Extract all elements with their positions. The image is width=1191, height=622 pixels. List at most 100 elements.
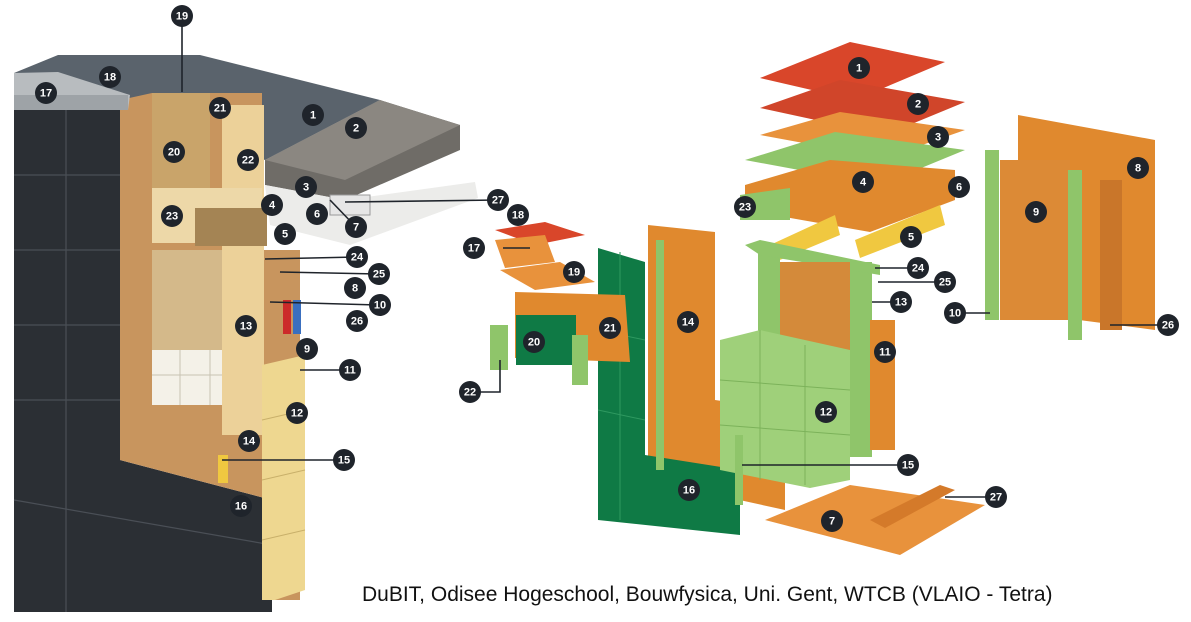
layer-2 (760, 80, 965, 135)
right-badge-label: 16 (683, 485, 695, 497)
left-badge-27: 27 (487, 189, 509, 211)
left-badge-2: 2 (345, 117, 367, 139)
left-badge-label: 21 (214, 103, 226, 115)
stud-top (152, 93, 210, 193)
right-badge-21: 21 (599, 317, 621, 339)
left-badge-label: 14 (243, 436, 256, 448)
exploded-view (490, 42, 1155, 555)
left-badge-19: 19 (171, 5, 193, 27)
left-badge-15: 15 (333, 449, 355, 471)
left-badge-label: 5 (282, 229, 288, 241)
right-badge-3: 3 (927, 126, 949, 148)
right-number-badges: 1234567891011121314151617181920212223242… (459, 57, 1179, 532)
ceiling-board (265, 182, 478, 245)
left-badge-21: 21 (209, 97, 231, 119)
left-badge-4: 4 (261, 194, 283, 216)
part-10 (985, 150, 999, 320)
right-badge-label: 7 (829, 516, 835, 528)
right-badge-label: 11 (879, 347, 891, 359)
right-badge-label: 15 (902, 460, 914, 472)
left-badge-label: 24 (351, 252, 364, 264)
right-badge-label: 4 (860, 177, 867, 189)
left-badge-16: 16 (230, 495, 252, 517)
right-badge-20: 20 (523, 331, 545, 353)
panel-16 (598, 248, 740, 535)
right-badge-label: 23 (739, 202, 751, 214)
right-badge-label: 26 (1162, 320, 1174, 332)
left-badge-3: 3 (295, 176, 317, 198)
right-badge-1: 1 (848, 57, 870, 79)
left-badge-5: 5 (274, 223, 296, 245)
part-22 (490, 325, 508, 370)
left-badge-7: 7 (345, 216, 367, 238)
part-18 (495, 222, 585, 245)
left-badge-label: 4 (269, 200, 276, 212)
left-badge-label: 6 (314, 209, 320, 221)
right-badge-18: 18 (507, 204, 529, 226)
left-badge-label: 11 (344, 365, 356, 377)
right-badge-26: 26 (1157, 314, 1179, 336)
left-badge-label: 16 (235, 501, 247, 513)
left-badge-label: 27 (492, 195, 504, 207)
right-badge-8: 8 (1127, 157, 1149, 179)
right-badge-label: 5 (908, 232, 914, 244)
left-badge-label: 8 (352, 283, 358, 295)
right-badge-19: 19 (563, 261, 585, 283)
right-badge-label: 8 (1135, 163, 1141, 175)
right-badge-17: 17 (463, 237, 485, 259)
right-badge-24: 24 (907, 257, 929, 279)
left-badge-label: 18 (104, 72, 116, 84)
right-badge-27: 27 (985, 486, 1007, 508)
right-badge-10: 10 (944, 302, 966, 324)
right-badge-22: 22 (459, 381, 481, 403)
right-badge-label: 2 (915, 99, 921, 111)
right-badge-label: 21 (604, 323, 616, 335)
right-badge-label: 24 (912, 263, 925, 275)
left-badge-label: 1 (310, 110, 316, 122)
leader-lines (181, 16, 1168, 498)
right-badge-label: 18 (512, 210, 524, 222)
exterior-insulation (262, 355, 305, 600)
left-badge-24: 24 (346, 246, 368, 268)
right-badge-label: 13 (895, 297, 907, 309)
left-badge-label: 20 (168, 147, 180, 159)
right-badge-15: 15 (897, 454, 919, 476)
part-27 (870, 485, 955, 528)
left-badge-11: 11 (339, 359, 361, 381)
right-badge-label: 6 (956, 182, 962, 194)
right-badge-23: 23 (734, 196, 756, 218)
left-badge-23: 23 (161, 205, 183, 227)
left-number-badges: 1234567891011121314151617181920212223242… (35, 5, 509, 517)
left-badge-6: 6 (306, 203, 328, 225)
layer-6 (745, 160, 955, 232)
left-badge-label: 23 (166, 211, 178, 223)
right-badge-label: 9 (1033, 207, 1039, 219)
left-badge-label: 22 (242, 155, 254, 167)
left-badge-22: 22 (237, 149, 259, 171)
right-badge-label: 19 (568, 267, 580, 279)
right-badge-label: 12 (820, 407, 832, 419)
left-badge-18: 18 (99, 66, 121, 88)
left-badge-20: 20 (163, 141, 185, 163)
panel-11 (870, 320, 895, 450)
left-badge-label: 15 (338, 455, 350, 467)
right-badge-16: 16 (678, 479, 700, 501)
right-badge-label: 25 (939, 277, 951, 289)
right-badge-4: 4 (852, 171, 874, 193)
right-badge-label: 3 (935, 132, 941, 144)
left-badge-label: 19 (176, 11, 188, 23)
right-badge-5: 5 (900, 226, 922, 248)
layer-5 (855, 205, 945, 258)
right-badge-label: 22 (464, 387, 476, 399)
frame-post-right (850, 262, 872, 457)
assembled-section (13, 55, 478, 612)
right-badge-label: 1 (856, 63, 862, 75)
facade-cladding (14, 100, 272, 612)
ventilation-duct (329, 194, 371, 216)
left-badge-10: 10 (369, 294, 391, 316)
right-badge-label: 10 (949, 308, 961, 320)
left-badge-label: 13 (240, 321, 252, 333)
left-badge-9: 9 (296, 338, 318, 360)
left-badge-14: 14 (238, 430, 260, 452)
